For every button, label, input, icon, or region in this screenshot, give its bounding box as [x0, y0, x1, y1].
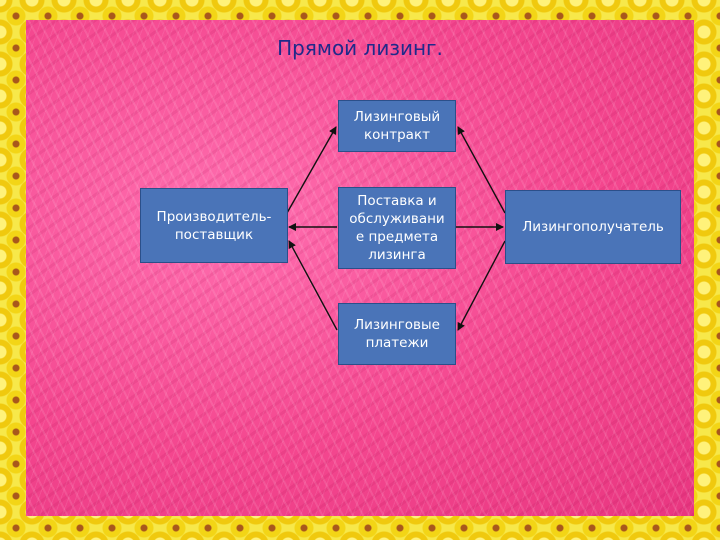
node-label-line: контракт: [364, 127, 430, 143]
node-label-line: обслуживани: [349, 211, 445, 227]
node-label-line: поставщик: [174, 226, 254, 243]
node-supplier: Производитель- поставщик: [140, 188, 288, 263]
arrow-payments-to-supplier: [288, 240, 338, 331]
arrow-lessee-to-contract: [457, 126, 506, 214]
node-leasing-payments: Лизинговые платежи: [338, 303, 456, 365]
node-label-line: Лизинговые: [354, 317, 440, 333]
node-label-line: Производитель-: [156, 208, 272, 225]
node-label-line: лизинга: [368, 247, 426, 263]
node-label-line: платежи: [365, 335, 429, 351]
node-delivery-service: Поставка и обслуживани е предмета лизинг…: [338, 187, 456, 269]
arrow-supplier-to-contract: [286, 126, 337, 214]
node-label-line: е предмета: [355, 229, 439, 245]
node-label-line: Поставка и: [357, 193, 437, 209]
node-label-line: Лизингополучатель: [522, 219, 664, 235]
node-leasing-contract: Лизинговый контракт: [338, 100, 456, 152]
arrow-lessee-to-payments: [457, 240, 506, 331]
slide-title: Прямой лизинг.: [277, 36, 443, 60]
node-lessee: Лизингополучатель: [505, 190, 681, 264]
node-label-line: Лизинговый: [353, 109, 441, 125]
